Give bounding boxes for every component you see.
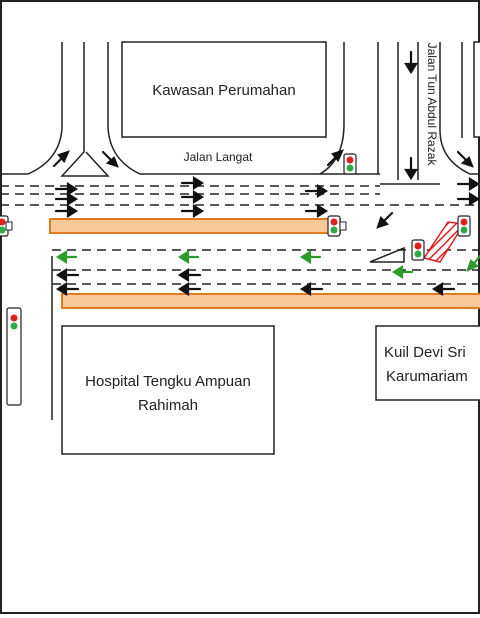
arrow-diagonal-icon: [466, 254, 480, 273]
arrow-left-icon: [55, 250, 414, 279]
road-outlines: [0, 42, 480, 420]
arrow-right-icon: [456, 177, 480, 206]
arrow-down-icon: [404, 50, 418, 181]
temple-label-line1: Kuil Devi Sri: [384, 344, 466, 361]
arrow-right-icon: [54, 182, 79, 218]
right-top-block: [473, 41, 480, 138]
median-lower: [61, 293, 480, 309]
arrows-green: [55, 250, 480, 279]
traffic-light-icon: [343, 153, 357, 175]
housing-block: [121, 41, 327, 138]
arrow-diagonal-icon: [52, 149, 474, 229]
arrows-black: [52, 50, 480, 296]
temple-label-line2: Karumariam: [386, 368, 468, 385]
traffic-light-icon: [0, 215, 13, 237]
road-label-tun: Jalan Tun Abdul Razak: [425, 43, 439, 167]
hospital-label-line1: Hospital Tengku Ampuan: [85, 373, 251, 390]
traffic-light-icon: [457, 215, 471, 237]
road-label-langat: Jalan Langat: [184, 150, 253, 164]
arrow-left-icon: [55, 268, 456, 296]
traffic-light-icon: [327, 215, 347, 237]
traffic-light-icon: [6, 307, 22, 406]
median-upper: [49, 218, 341, 234]
arrow-right-icon: [180, 176, 205, 218]
arrow-right-icon: [304, 184, 329, 218]
traffic-light-icon: [411, 239, 425, 261]
housing-label: Kawasan Perumahan: [152, 82, 295, 99]
hospital-label-line2: Rahimah: [138, 397, 198, 414]
hospital-block: [61, 325, 275, 455]
temple-block: [375, 325, 480, 401]
